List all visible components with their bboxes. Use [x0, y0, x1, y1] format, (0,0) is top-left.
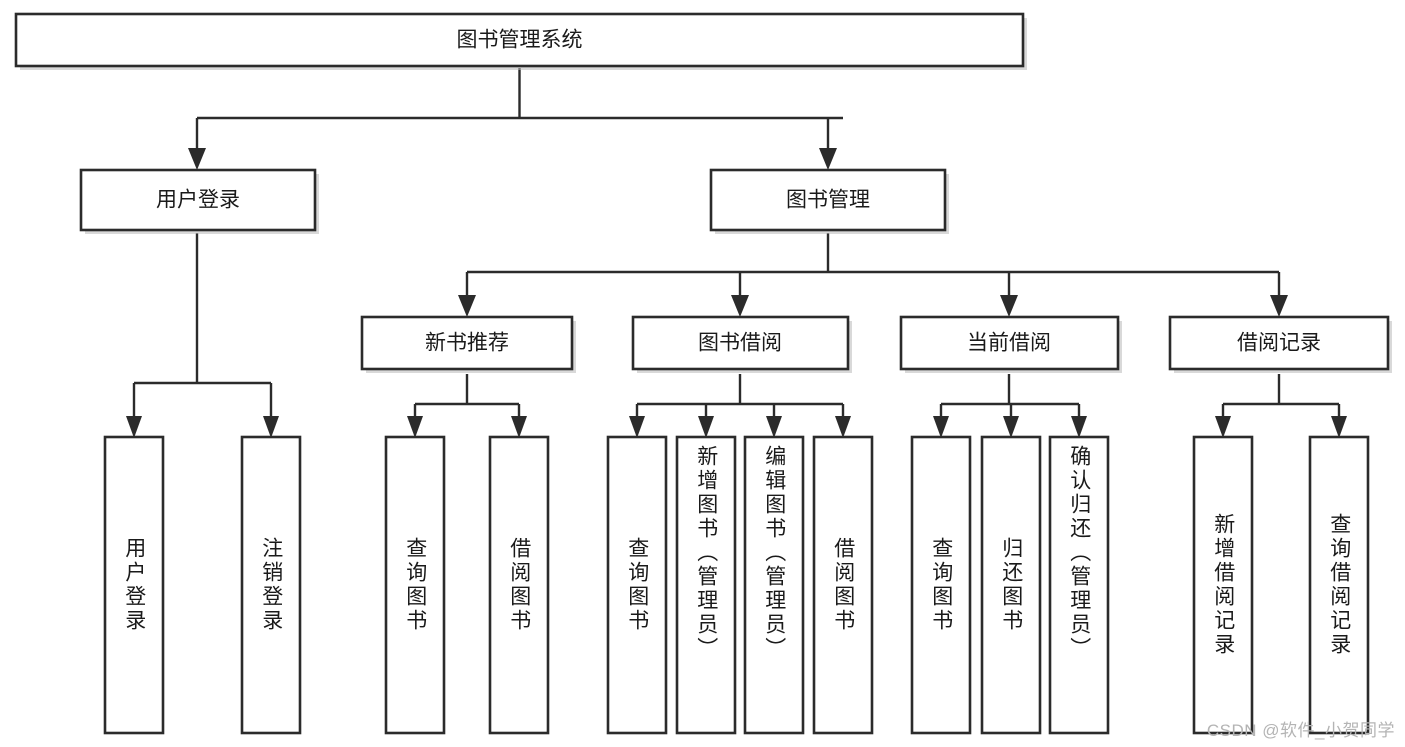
leaf-add-record-box[interactable] [1192, 435, 1254, 735]
arrowhead-current-borrow [1000, 295, 1018, 317]
arrowhead-leaf-query-record [1331, 416, 1347, 438]
user-login-node-label: 用户登录 [156, 189, 240, 212]
leaf-return-book-box[interactable] [980, 435, 1042, 735]
arrowhead-leaf-return-book [1003, 416, 1019, 438]
leaf-nodes-group [103, 435, 1370, 735]
nodes-group: 图书管理系统 用户登录 图书管理 新书推荐 图书借阅 当前借阅 借阅记录 [14, 12, 1392, 373]
leaf-query-record-box[interactable] [1308, 435, 1370, 735]
arrowhead-book-borrow [731, 295, 749, 317]
arrowhead-leaf-confirm-return [1071, 416, 1087, 438]
arrowhead-leaf-query-book-3 [933, 416, 949, 438]
arrowhead-new-book-rec [458, 295, 476, 317]
arrowhead-user-login [188, 148, 206, 170]
leaf-query-book-3-box[interactable] [910, 435, 972, 735]
csdn-watermark: CSDN @软件_小贺同学 [1206, 721, 1395, 740]
leaf-borrow-book-2-box[interactable] [812, 435, 874, 735]
leaf-query-book-2-box[interactable] [606, 435, 668, 735]
root-node-label: 图书管理系统 [457, 29, 583, 52]
leaf-add-book-box[interactable] [675, 435, 737, 735]
borrow-record-node-box[interactable] [1168, 315, 1390, 371]
arrowhead-leaf-borrow-book-2 [835, 416, 851, 438]
arrowhead-leaf-query-book-2 [629, 416, 645, 438]
arrowhead-leaf-add-record [1215, 416, 1231, 438]
arrowhead-book-manage [819, 148, 837, 170]
arrowhead-leaf-edit-book [766, 416, 782, 438]
new-book-rec-node-label: 新书推荐 [425, 332, 509, 355]
arrowhead-leaf-user-login [126, 416, 142, 438]
leaf-user-login-box[interactable] [103, 435, 165, 735]
leaf-borrow-book-1-box[interactable] [488, 435, 550, 735]
user-login-node-box[interactable] [79, 168, 317, 232]
arrowhead-leaf-add-book [698, 416, 714, 438]
book-manage-node-box[interactable] [709, 168, 947, 232]
leaf-edit-book-box[interactable] [743, 435, 805, 735]
arrowhead-leaf-logout [263, 416, 279, 438]
leaf-logout-box[interactable] [240, 435, 302, 735]
arrowhead-leaf-query-book-1 [407, 416, 423, 438]
book-manage-node-label: 图书管理 [786, 189, 870, 212]
arrowhead-leaf-borrow-book-1 [511, 416, 527, 438]
root-node-box[interactable] [14, 12, 1025, 68]
current-borrow-node-label: 当前借阅 [967, 332, 1051, 355]
book-borrow-node-label: 图书借阅 [698, 332, 782, 355]
new-book-rec-node-box[interactable] [360, 315, 574, 371]
arrowhead-borrow-record [1270, 295, 1288, 317]
leaf-confirm-return-box[interactable] [1048, 435, 1110, 735]
borrow-record-node-label: 借阅记录 [1237, 332, 1321, 355]
book-borrow-node-box[interactable] [631, 315, 850, 371]
current-borrow-node-box[interactable] [899, 315, 1120, 371]
leaf-query-book-1-box[interactable] [384, 435, 446, 735]
arrowheads-group [126, 148, 1347, 438]
